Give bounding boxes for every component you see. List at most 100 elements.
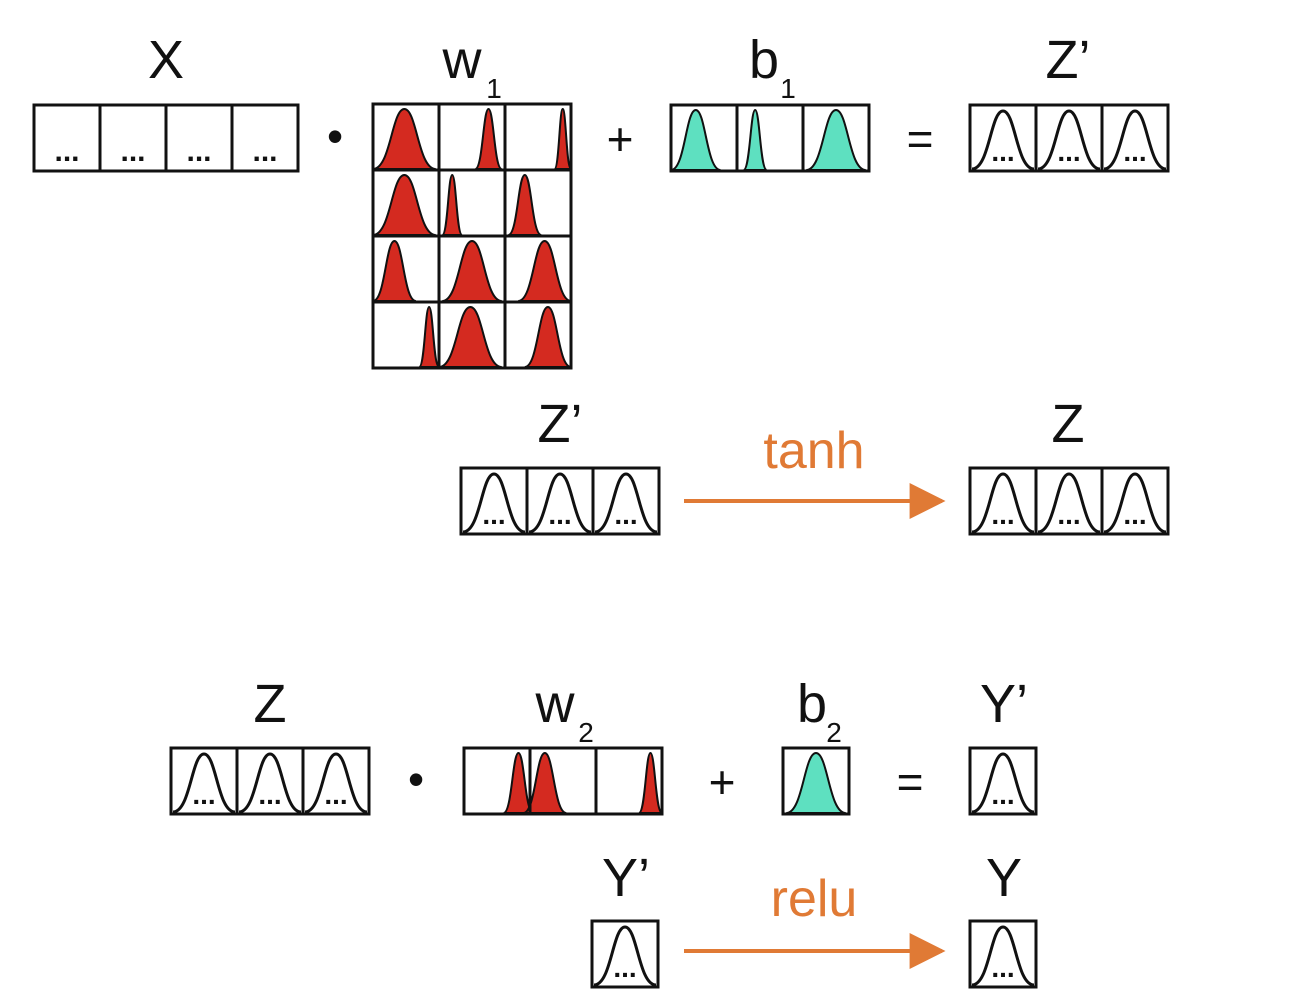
weight-distribution xyxy=(553,107,572,170)
activation-label-relu: relu xyxy=(771,870,858,928)
cell-ellipsis: ... xyxy=(1057,136,1080,167)
vector-cell xyxy=(591,466,661,536)
distribution-curve xyxy=(971,752,1035,814)
label-y-output: Y xyxy=(986,848,1022,908)
distribution-curve xyxy=(528,472,592,534)
vector-b1 xyxy=(669,103,871,173)
label-w2: w xyxy=(535,674,576,734)
equals-operator-2: = xyxy=(897,756,924,808)
label-w2-subscript: 2 xyxy=(578,717,594,748)
matrix-w2 xyxy=(462,746,664,816)
distribution-curve xyxy=(971,472,1035,534)
vector-zprime-result: ......... xyxy=(968,103,1170,173)
vector-cell xyxy=(230,103,300,173)
cell-ellipsis: ... xyxy=(1123,499,1146,530)
label-z-input: Z xyxy=(254,674,287,734)
bias-distribution xyxy=(742,108,768,171)
label-b1-subscript: 1 xyxy=(780,73,796,104)
vector-cell xyxy=(968,746,1038,816)
vector-yprime-input: ... xyxy=(590,919,660,989)
cell-ellipsis: ... xyxy=(186,135,211,168)
label-b2: b xyxy=(797,674,827,734)
label-w1: w xyxy=(442,30,483,90)
weight-distribution xyxy=(438,305,502,368)
cell-ellipsis: ... xyxy=(991,952,1014,983)
label-zprime-input: Z’ xyxy=(538,394,583,454)
distribution-curve xyxy=(238,752,302,814)
cell-ellipsis: ... xyxy=(548,499,571,530)
weight-distribution xyxy=(522,751,567,814)
weight-distribution xyxy=(474,107,503,170)
distribution-curve xyxy=(1103,109,1167,171)
label-b1: b xyxy=(749,30,779,90)
weight-distribution xyxy=(524,305,572,368)
cell-ellipsis: ... xyxy=(252,135,277,168)
bias-distribution xyxy=(806,108,866,171)
matrix-cell xyxy=(503,300,573,370)
matrix-w1 xyxy=(371,102,573,370)
weight-distribution xyxy=(441,173,464,236)
cell-ellipsis: ... xyxy=(991,499,1014,530)
label-w1-subscript: 1 xyxy=(486,73,502,104)
cell-ellipsis: ... xyxy=(613,952,636,983)
cell-ellipsis: ... xyxy=(258,779,281,810)
vector-z-input: ......... xyxy=(169,746,371,816)
vector-z-output: ......... xyxy=(968,466,1170,536)
label-z-output: Z xyxy=(1052,394,1085,454)
weight-distribution xyxy=(517,239,572,302)
bias-distribution xyxy=(670,108,721,171)
matrix-cell xyxy=(801,103,871,173)
cell-ellipsis: ... xyxy=(482,499,505,530)
weight-distribution xyxy=(442,239,502,302)
label-x: X xyxy=(148,30,184,90)
cell-ellipsis: ... xyxy=(1057,499,1080,530)
distribution-curve xyxy=(594,472,658,534)
weight-distribution xyxy=(372,107,436,170)
cell-ellipsis: ... xyxy=(991,779,1014,810)
label-yprime-result: Y’ xyxy=(980,674,1028,734)
bias-distribution xyxy=(786,751,846,814)
distribution-curve xyxy=(304,752,368,814)
vector-cell xyxy=(1100,103,1170,173)
cell-ellipsis: ... xyxy=(192,779,215,810)
vector-cell xyxy=(590,919,660,989)
activation-label-tanh: tanh xyxy=(763,422,864,480)
plus-operator-2: + xyxy=(709,756,736,808)
cell-ellipsis: ... xyxy=(324,779,347,810)
vector-cell xyxy=(301,746,371,816)
vector-zprime-input: ......... xyxy=(459,466,661,536)
weight-distribution xyxy=(418,305,440,368)
label-b2-subscript: 2 xyxy=(826,717,842,748)
distribution-curve xyxy=(971,925,1035,987)
distribution-curve xyxy=(462,472,526,534)
vector-cell xyxy=(1100,466,1170,536)
cell-ellipsis: ... xyxy=(54,135,79,168)
dot-operator-1: • xyxy=(327,110,343,162)
weight-distribution xyxy=(507,173,542,236)
cell-ellipsis: ... xyxy=(1123,136,1146,167)
equals-operator-1: = xyxy=(907,113,934,165)
label-yprime-input: Y’ xyxy=(602,848,650,908)
cell-ellipsis: ... xyxy=(991,136,1014,167)
distribution-curve xyxy=(172,752,236,814)
vector-y-output: ... xyxy=(968,919,1038,989)
vector-cell xyxy=(968,919,1038,989)
weight-distribution xyxy=(372,239,417,302)
distribution-curve xyxy=(1103,472,1167,534)
distribution-curve xyxy=(971,109,1035,171)
vector-x: ............ xyxy=(32,103,300,173)
cell-ellipsis: ... xyxy=(120,135,145,168)
vector-yprime-result: ... xyxy=(968,746,1038,816)
distribution-curve xyxy=(593,925,657,987)
matrix-cell xyxy=(781,746,851,816)
distribution-curve xyxy=(1037,109,1101,171)
label-zprime-result: Z’ xyxy=(1046,30,1091,90)
cell-ellipsis: ... xyxy=(614,499,637,530)
dot-operator-2: • xyxy=(408,753,424,805)
plus-operator-1: + xyxy=(607,113,634,165)
weight-distribution xyxy=(372,173,436,236)
weight-distribution xyxy=(637,751,663,814)
matrix-cell xyxy=(594,746,664,816)
